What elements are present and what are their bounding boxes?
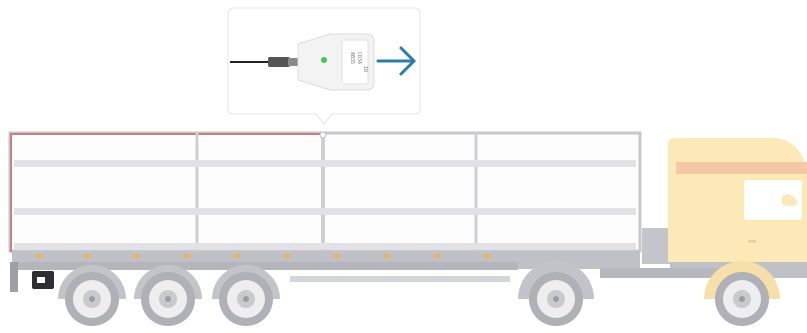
sensor-callout: AB35 CD3A IO <box>228 8 420 124</box>
device-label-3: IO <box>362 66 368 72</box>
wheel-icon <box>134 265 202 326</box>
trailer <box>10 132 640 252</box>
sensor-device: AB35 CD3A IO <box>298 34 374 90</box>
wheel-icon <box>518 261 594 326</box>
device-label-1: AB35 <box>349 52 355 64</box>
wheel-icon <box>212 265 280 326</box>
cable-connector <box>268 57 290 67</box>
status-led <box>321 57 327 63</box>
device-label-2: CD3A <box>356 52 362 64</box>
wheel-icon <box>58 265 126 326</box>
